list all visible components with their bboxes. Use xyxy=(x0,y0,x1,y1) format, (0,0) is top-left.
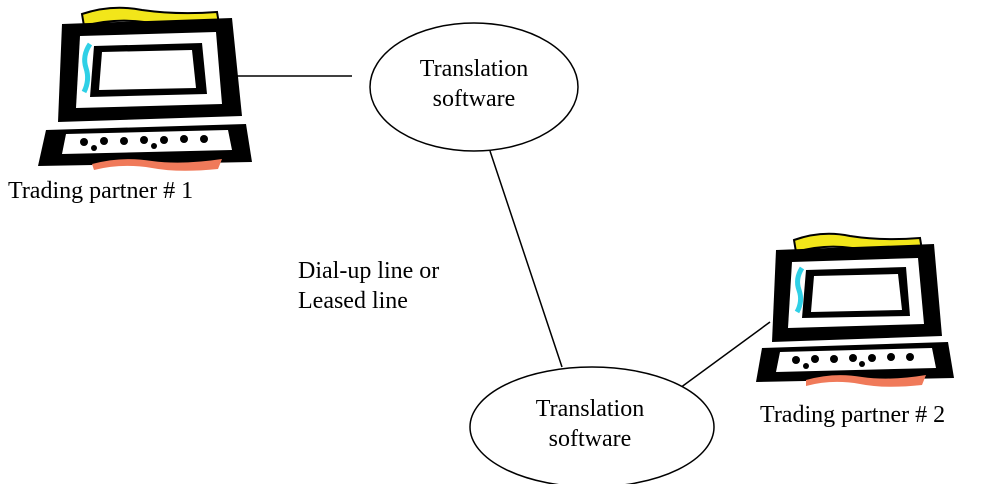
translation-software-node-top[interactable] xyxy=(369,22,579,152)
trading-partner-1-label: Trading partner # 1 xyxy=(8,178,194,204)
translation-software-node-bottom[interactable] xyxy=(469,366,715,484)
computer-icon-partner2[interactable] xyxy=(756,232,954,387)
connector-translation-partner2 xyxy=(679,321,771,389)
translation-node-bottom-line2: software xyxy=(548,426,632,452)
translation-node-top-line2: software xyxy=(432,86,516,112)
trading-partner-2-label: Trading partner # 2 xyxy=(760,402,946,428)
translation-node-top-label: Translation software xyxy=(394,54,554,114)
translation-node-bottom-label: Translation software xyxy=(510,394,670,454)
connection-type-line2: Leased line xyxy=(298,288,408,314)
connector-translation-translation xyxy=(489,150,563,368)
computer-icon-partner1[interactable] xyxy=(38,6,252,171)
connection-type-label: Dial-up line or Leased line xyxy=(298,256,439,316)
translation-node-bottom-line1: Translation xyxy=(535,396,645,422)
translation-node-top-line1: Translation xyxy=(419,56,529,82)
connection-type-line1: Dial-up line or xyxy=(298,258,440,284)
